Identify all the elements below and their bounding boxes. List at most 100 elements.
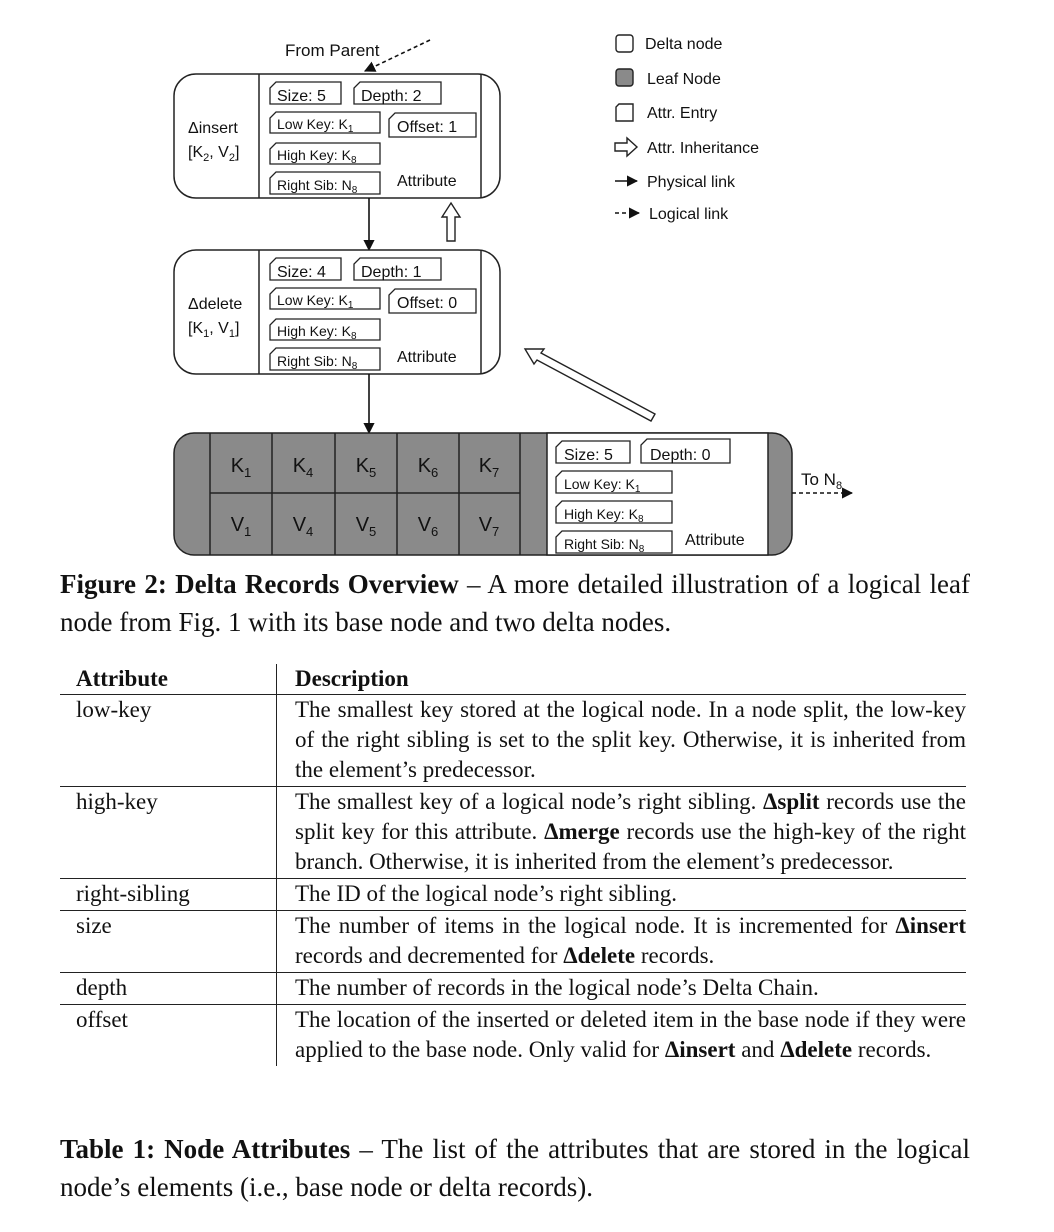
- base-value-cell: V6: [418, 514, 439, 539]
- description-text: The number of records in the logical nod…: [295, 975, 819, 1000]
- table-row: right-sibling The ID of the logical node’…: [60, 878, 967, 911]
- delta-insert-node: Δinsert [K2, V2] Size: 5 Depth: 2 Low Ke…: [173, 73, 501, 199]
- delete-low-key-entry: [269, 287, 381, 310]
- delete-attribute-label: Attribute: [397, 349, 457, 366]
- base-key-cell: K6: [418, 455, 439, 480]
- attribute-description-cell: The number of items in the logical node.…: [277, 911, 966, 973]
- base-depth-entry: [640, 438, 731, 464]
- base-key-cell: K7: [479, 455, 500, 480]
- to-n8-label: To N8: [801, 470, 842, 492]
- description-text: The location of the inserted or deleted …: [295, 1007, 966, 1062]
- base-value-cell: V1: [231, 514, 252, 539]
- attribute-name-cell: size: [60, 910, 277, 973]
- svg-text:Offset: 1: Offset: 1: [397, 119, 457, 136]
- svg-text:Low Key: K1: Low Key: K1: [277, 292, 354, 311]
- svg-text:Size: 5: Size: 5: [277, 88, 326, 105]
- insert-size-entry: [269, 81, 342, 105]
- svg-text:Right Sib: N8: Right Sib: N8: [277, 353, 358, 372]
- description-text: records and decremented for: [295, 943, 564, 968]
- attr-entry-icon: [615, 103, 634, 122]
- header-description: Description: [295, 666, 409, 691]
- insert-low-key-entry: [269, 111, 381, 134]
- description-bold-term: Δinsert: [664, 1037, 736, 1062]
- delete-right-sib-entry: [269, 347, 381, 371]
- svg-text:Size: 4: Size: 4: [277, 264, 326, 281]
- table-row: high-key The smallest key of a logical no…: [60, 786, 966, 879]
- description-bold-term: Δinsert: [895, 913, 966, 938]
- description-bold-term: Δsplit: [762, 789, 820, 814]
- description-text: and: [735, 1037, 781, 1062]
- description-text: The smallest key stored at the logical n…: [295, 697, 966, 782]
- insert-key-value: [K2, V2]: [188, 144, 239, 164]
- base-value-cell: V7: [479, 514, 500, 539]
- insert-op-label: Δinsert: [188, 120, 238, 137]
- insert-high-key-entry: [269, 142, 381, 165]
- delete-key-value: [K1, V1]: [188, 320, 239, 340]
- base-key-cell: K1: [231, 455, 252, 480]
- base-value-cell: V4: [293, 514, 314, 539]
- svg-text:High Key: K8: High Key: K8: [564, 506, 644, 525]
- insert-attribute-label: Attribute: [397, 173, 457, 190]
- base-high-key-entry: [555, 500, 673, 524]
- table-row: offset The location of the inserted or de…: [60, 1004, 966, 1067]
- svg-text:Depth: 0: Depth: 0: [650, 447, 711, 464]
- base-right-sib-entry: [555, 530, 673, 554]
- svg-text:Right Sib: N8: Right Sib: N8: [564, 536, 645, 555]
- description-text: The smallest key of a logical node’s rig…: [295, 789, 763, 814]
- svg-text:High Key: K8: High Key: K8: [277, 147, 357, 166]
- base-attribute-label: Attribute: [685, 532, 745, 549]
- svg-text:Leaf Node: Leaf Node: [647, 71, 721, 88]
- attribute-description-cell: The number of records in the logical nod…: [277, 973, 967, 1005]
- description-text: The number of items in the logical node.…: [295, 913, 896, 938]
- svg-text:Depth: 2: Depth: 2: [361, 88, 422, 105]
- base-key-cell: K5: [356, 455, 377, 480]
- delete-op-label: Δdelete: [188, 296, 242, 313]
- delta-node-icon: [615, 34, 634, 53]
- svg-text:Attr. Inheritance: Attr. Inheritance: [647, 140, 759, 157]
- attribute-description-cell: The smallest key of a logical node’s rig…: [277, 787, 966, 879]
- table-row: size The number of items in the logical n…: [60, 910, 966, 973]
- svg-text:Right Sib: N8: Right Sib: N8: [277, 177, 358, 196]
- svg-text:Size: 5: Size: 5: [564, 447, 613, 464]
- delta-records-figure: From Parent Δinsert [K2, V2] Size: 5 Dep…: [173, 34, 854, 556]
- attribute-name-cell: right-sibling: [60, 878, 277, 911]
- description-text: records.: [635, 943, 715, 968]
- svg-text:Attr. Entry: Attr. Entry: [647, 105, 717, 122]
- svg-text:Offset: 0: Offset: 0: [397, 295, 457, 312]
- delta-delete-node: Δdelete [K1, V1] Size: 4 Depth: 1 Low Ke…: [173, 249, 501, 375]
- from-parent-label: From Parent: [285, 41, 380, 60]
- description-bold-term: Δdelete: [563, 943, 636, 968]
- attr-inheritance-arrow-2: [523, 348, 656, 422]
- description-text: The ID of the logical node’s right sibli…: [295, 881, 677, 906]
- delete-depth-entry: [353, 257, 442, 281]
- attribute-description-cell: The smallest key stored at the logical n…: [277, 695, 966, 787]
- description-text: records.: [852, 1037, 932, 1062]
- attribute-description-cell: The location of the inserted or deleted …: [277, 1005, 966, 1067]
- svg-text:Delta node: Delta node: [645, 36, 722, 53]
- base-low-key-entry: [555, 470, 673, 494]
- insert-offset-entry: [388, 112, 477, 138]
- table-caption-text: – The list of the attributes that are st…: [60, 1134, 971, 1202]
- table-caption: Table 1: Node Attributes – The list of t…: [60, 1130, 970, 1206]
- parent-logical-link: [363, 39, 431, 72]
- description-text: records use the split key for this attri…: [295, 789, 966, 844]
- svg-text:Logical link: Logical link: [649, 206, 729, 223]
- base-value-cell: V5: [356, 514, 377, 539]
- svg-text:Physical link: Physical link: [647, 174, 736, 191]
- delete-offset-entry: [388, 288, 477, 314]
- attr-inheritance-icon: [614, 136, 639, 158]
- base-key-cell: K4: [293, 455, 314, 480]
- attribute-description-cell: The ID of the logical node’s right sibli…: [277, 879, 967, 911]
- attribute-name-cell: offset: [60, 1004, 277, 1066]
- table-caption-label: Table 1: Node Attributes: [60, 1134, 351, 1164]
- legend: Delta node Leaf Node Attr. Entry Attr. I…: [614, 34, 759, 223]
- attribute-name-cell: high-key: [60, 786, 277, 879]
- delete-high-key-entry: [269, 318, 381, 341]
- attribute-name-cell: low-key: [60, 694, 277, 787]
- table-header-row: Attribute Description: [60, 664, 966, 695]
- figure-caption-text: – A more detailed illustration of a logi…: [60, 569, 970, 637]
